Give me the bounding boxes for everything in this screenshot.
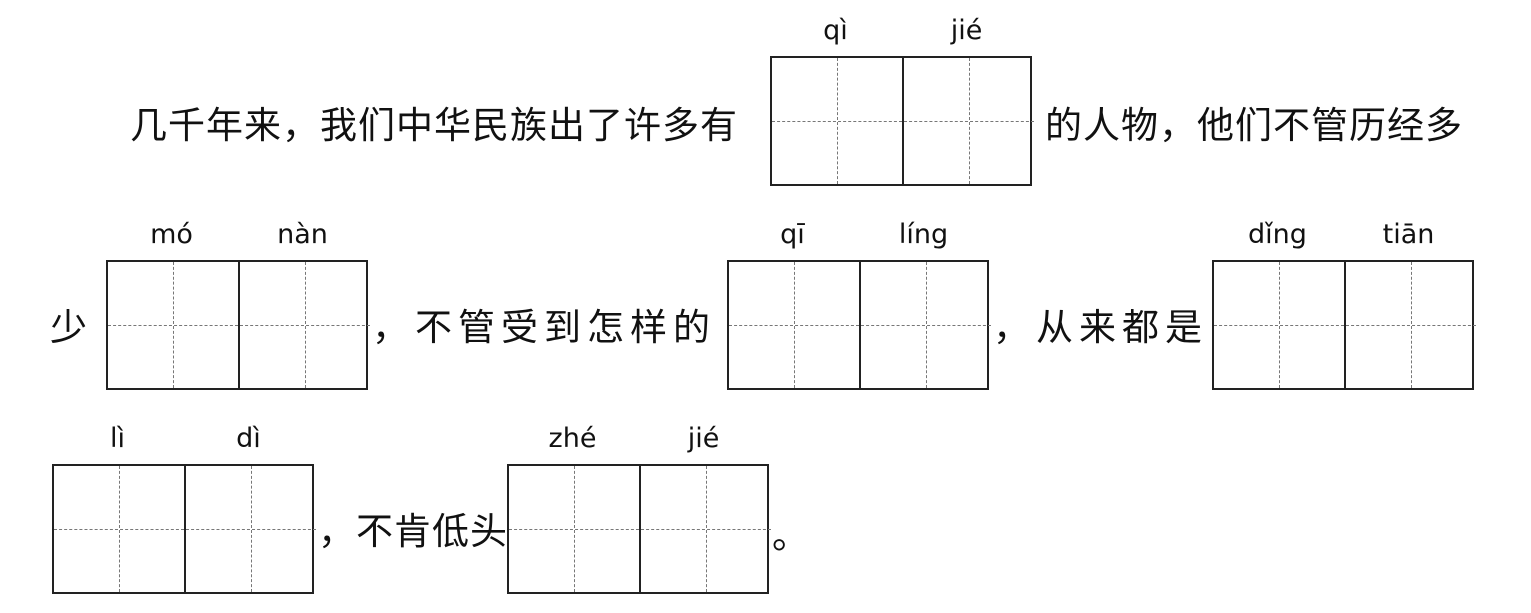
- answer-grid-lidi[interactable]: [52, 464, 316, 594]
- tianzige-cell[interactable]: [772, 58, 902, 184]
- answer-grid-dingtian[interactable]: [1212, 260, 1476, 390]
- sentence-period: 。: [772, 514, 810, 557]
- tianzige-cell[interactable]: [108, 262, 238, 388]
- pinyin-blank3-b: líng: [898, 219, 949, 250]
- sentence-line3-mid: ，不肯低头: [318, 510, 508, 553]
- sentence-line2-mid2: ，从来都是: [993, 306, 1208, 349]
- tianzige-cell[interactable]: [238, 262, 370, 388]
- pinyin-blank1-b: jié: [950, 15, 983, 46]
- pinyin-blank4-a: dǐng: [1248, 219, 1307, 250]
- tianzige-cell[interactable]: [54, 466, 184, 592]
- pinyin-blank5-b: dì: [236, 423, 261, 454]
- sentence-line1-end: 的人物，他们不管历经多: [1045, 104, 1463, 147]
- sentence-line2-mid1: ，不管受到怎样的: [372, 306, 716, 349]
- pinyin-blank1-a: qì: [823, 15, 848, 46]
- pinyin-blank5-a: lì: [109, 423, 125, 454]
- tianzige-cell[interactable]: [509, 466, 639, 592]
- tianzige-cell[interactable]: [902, 58, 1034, 184]
- sentence-line1-start: 几千年来，我们中华民族出了许多有: [130, 104, 738, 147]
- pinyin-blank6-b: jié: [687, 423, 720, 454]
- pinyin-blank2-b: nàn: [277, 219, 328, 250]
- pinyin-blank6-a: zhé: [548, 423, 597, 454]
- tianzige-cell[interactable]: [729, 262, 859, 388]
- pinyin-blank4-b: tiān: [1382, 219, 1435, 250]
- answer-grid-zhejie[interactable]: [507, 464, 771, 594]
- answer-grid-monan[interactable]: [106, 260, 370, 390]
- tianzige-cell[interactable]: [1344, 262, 1476, 388]
- answer-grid-qijie[interactable]: [770, 56, 1034, 186]
- tianzige-cell[interactable]: [1214, 262, 1344, 388]
- answer-grid-qiling[interactable]: [727, 260, 991, 390]
- sentence-line2-start: 少: [50, 306, 88, 349]
- tianzige-cell[interactable]: [184, 466, 316, 592]
- tianzige-cell[interactable]: [639, 466, 771, 592]
- tianzige-cell[interactable]: [859, 262, 991, 388]
- pinyin-blank2-a: mó: [150, 219, 193, 250]
- pinyin-blank3-a: qī: [780, 219, 805, 250]
